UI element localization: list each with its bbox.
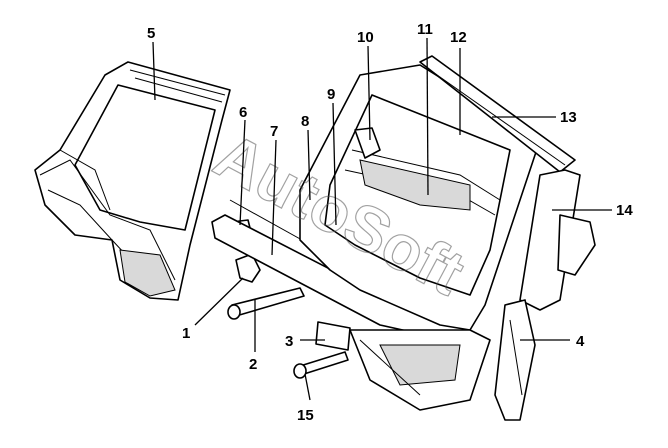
part-4-lower-post	[494, 299, 536, 421]
callout-5: 5	[147, 25, 155, 42]
callout-10: 10	[357, 29, 374, 46]
callout-13: 13	[560, 109, 577, 126]
callout-12: 12	[450, 29, 467, 46]
callout-9: 9	[327, 86, 335, 103]
callout-2: 2	[249, 356, 257, 373]
callout-1: 1	[182, 325, 190, 342]
callout-11: 11	[417, 21, 433, 38]
part-3-plate	[315, 321, 351, 351]
callout-14: 14	[616, 202, 633, 219]
part-9-12-main-frame	[299, 64, 541, 331]
part-14-pillar	[519, 169, 596, 311]
callout-7: 7	[270, 123, 278, 140]
callout-8: 8	[301, 113, 309, 130]
leader-lines	[152, 37, 612, 401]
part-2-rod	[227, 287, 305, 320]
part-15-strut	[293, 351, 349, 379]
part-5-windshield-frame	[34, 61, 231, 301]
callout-3: 3	[285, 333, 293, 350]
callout-15: 15	[297, 407, 314, 424]
callout-6: 6	[239, 104, 247, 121]
callout-4: 4	[576, 333, 585, 350]
lower-body-section	[349, 329, 491, 411]
